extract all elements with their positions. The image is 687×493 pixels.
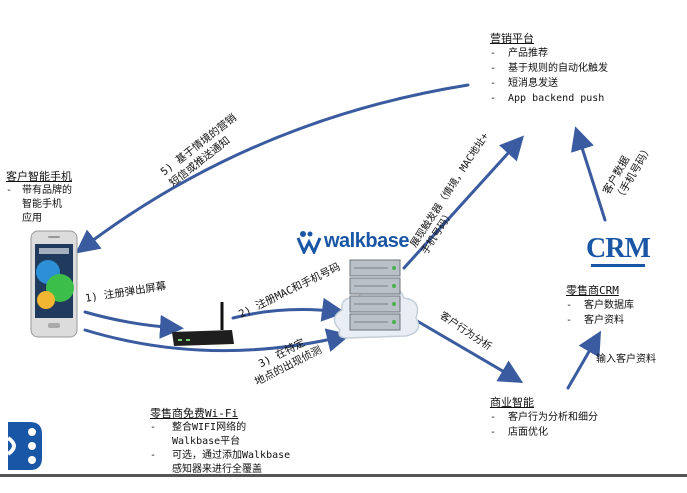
list-item: -客户行为分析和细分: [490, 412, 598, 423]
retailer-crm-title: 零售商CRM: [566, 284, 619, 297]
arrow-cloud-to-bi: [410, 316, 524, 384]
walkbase-w-icon: [296, 231, 322, 254]
arrow-router-to-cloud: [231, 297, 346, 322]
cloud-server-icon: [333, 259, 420, 339]
smartphone-icon: [30, 230, 78, 338]
arrow-phone-to-router: [83, 310, 184, 339]
phone-block: 客户智能手机 - 带有品牌的 智能手机 应用: [6, 168, 72, 226]
retailer-crm-list: -客户数据库 -客户资料: [566, 298, 634, 328]
retailer-wifi-title: 零售商免费Wi-Fi: [150, 407, 239, 420]
walkbase-logo-text: walkbase: [324, 229, 409, 252]
marketing-platform-title: 营销平台: [490, 32, 534, 45]
business-intelligence-list: -客户行为分析和细分 -店面优化: [490, 410, 598, 440]
phone-title: 客户智能手机: [6, 170, 72, 183]
list-item: -客户资料: [566, 315, 624, 326]
list-item: -店面优化: [490, 427, 548, 438]
list-item: -产品推荐: [490, 48, 548, 59]
business-intelligence: 商业智能 -客户行为分析和细分 -店面优化: [490, 394, 598, 440]
list-item: -短消息发送: [490, 78, 558, 89]
retailer-wifi: 零售商免费Wi-Fi - 整合WIFI网络的 Walkbase平台 - 可选，通…: [150, 405, 290, 477]
arrow-crm-to-marketing: [571, 126, 607, 222]
router-icon: [172, 302, 234, 346]
arrow-bi-to-crm: [566, 330, 601, 390]
crm-logo-underline: [590, 264, 645, 267]
crm-logo-text: CRM: [586, 233, 651, 264]
walkbase-logo: walkbase: [296, 228, 409, 254]
list-item: -App backend push: [490, 93, 605, 104]
arrow-phone-to-cloud: [83, 328, 351, 353]
arrow-server-to-marketing: [402, 135, 525, 270]
list-item: - 带有品牌的 智能手机 应用: [6, 185, 72, 224]
list-item: - 可选，通过添加Walkbase 感知器来进行全覆盖: [150, 450, 291, 475]
list-item: - 整合WIFI网络的 Walkbase平台: [150, 422, 247, 447]
business-intelligence-title: 商业智能: [490, 396, 534, 409]
marketing-platform: 营销平台 -产品推荐 -基于规则的自动化触发 -短消息发送 -App backe…: [490, 30, 608, 106]
crm-logo: CRM: [586, 233, 651, 267]
arrow-marketing-to-phone: [75, 83, 470, 254]
edge-label-input: 输入客户资料: [596, 354, 656, 365]
marketing-platform-list: -产品推荐 -基于规则的自动化触发 -短消息发送 -App backend pu…: [490, 46, 608, 106]
retailer-crm: 零售商CRM -客户数据库 -客户资料: [566, 282, 634, 328]
footer-divider: [0, 474, 687, 477]
list-item: -基于规则的自动化触发: [490, 63, 608, 74]
list-item: -客户数据库: [566, 300, 634, 311]
brand-mark-icon: [6, 422, 42, 470]
